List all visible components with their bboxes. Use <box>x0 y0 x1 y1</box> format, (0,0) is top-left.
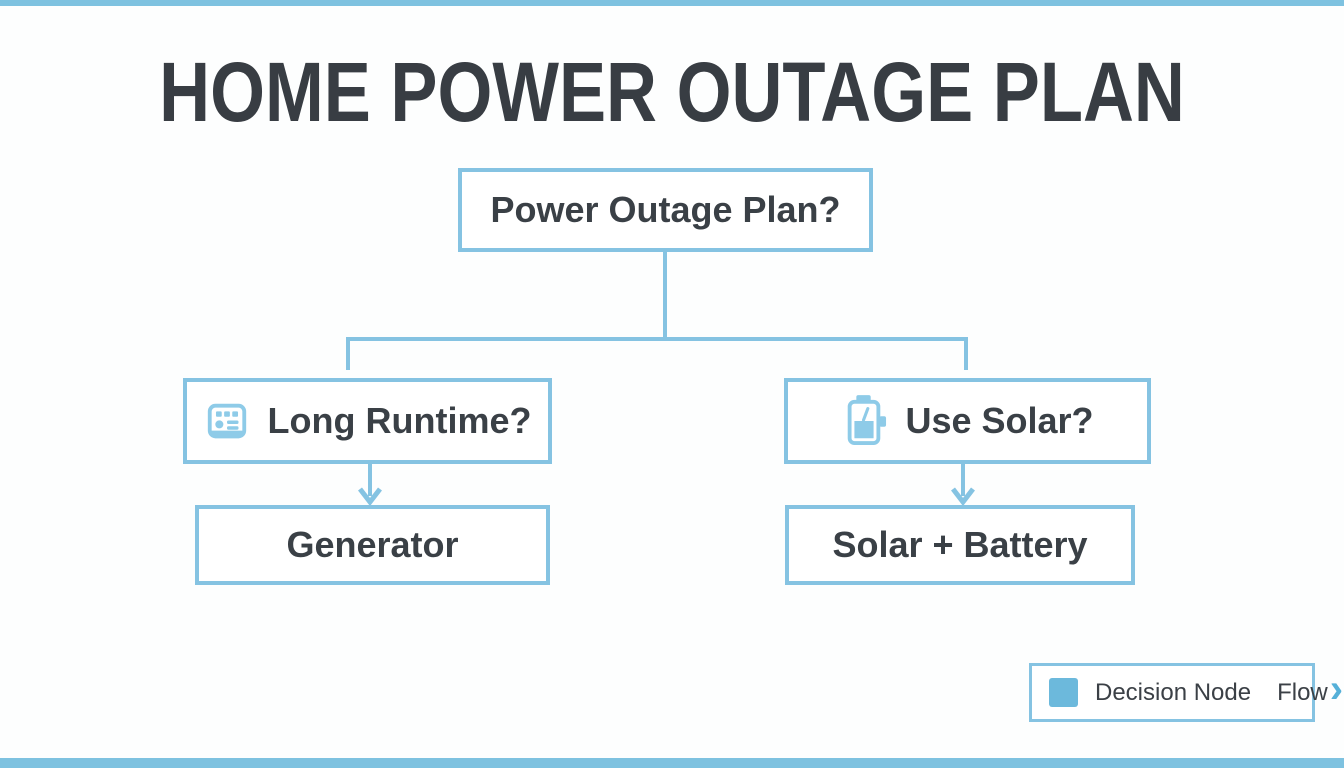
flow-node-solar-battery-label: Solar + Battery <box>832 524 1088 565</box>
flow-arrow-right <box>951 462 975 506</box>
flow-node-generator: Generator <box>195 505 550 585</box>
flow-node-generator-label: Generator <box>286 524 459 565</box>
connector-right-stub <box>964 337 968 370</box>
legend-decision-node-label: Decision Node <box>1095 678 1252 706</box>
connector-branch-horizontal <box>346 337 968 341</box>
legend-flow-label: Flow <box>1277 678 1328 706</box>
flow-arrow-left <box>358 462 382 506</box>
legend: Decision Node Flow › <box>1029 663 1343 722</box>
flow-node-long-runtime-label: Long Runtime? <box>267 400 532 441</box>
flow-node-root-label: Power Outage Plan? <box>490 189 841 230</box>
connector-root-vertical <box>663 252 667 339</box>
top-accent-bar <box>0 0 1344 6</box>
generator-icon <box>207 403 246 439</box>
flow-node-use-solar: Use Solar? <box>784 378 1151 464</box>
battery-charging-icon <box>848 395 887 445</box>
flow-node-root: Power Outage Plan? <box>458 168 873 252</box>
bottom-accent-bar <box>0 758 1344 768</box>
flow-chevron-icon: › <box>1329 667 1344 711</box>
connector-left-stub <box>346 337 350 370</box>
flow-node-long-runtime: Long Runtime? <box>183 378 552 464</box>
flow-node-use-solar-label: Use Solar? <box>905 400 1094 441</box>
legend-decision-node-swatch <box>1049 678 1078 707</box>
page-title: HOME POWER OUTAGE PLAN <box>159 45 1185 139</box>
flow-node-solar-battery: Solar + Battery <box>785 505 1135 585</box>
